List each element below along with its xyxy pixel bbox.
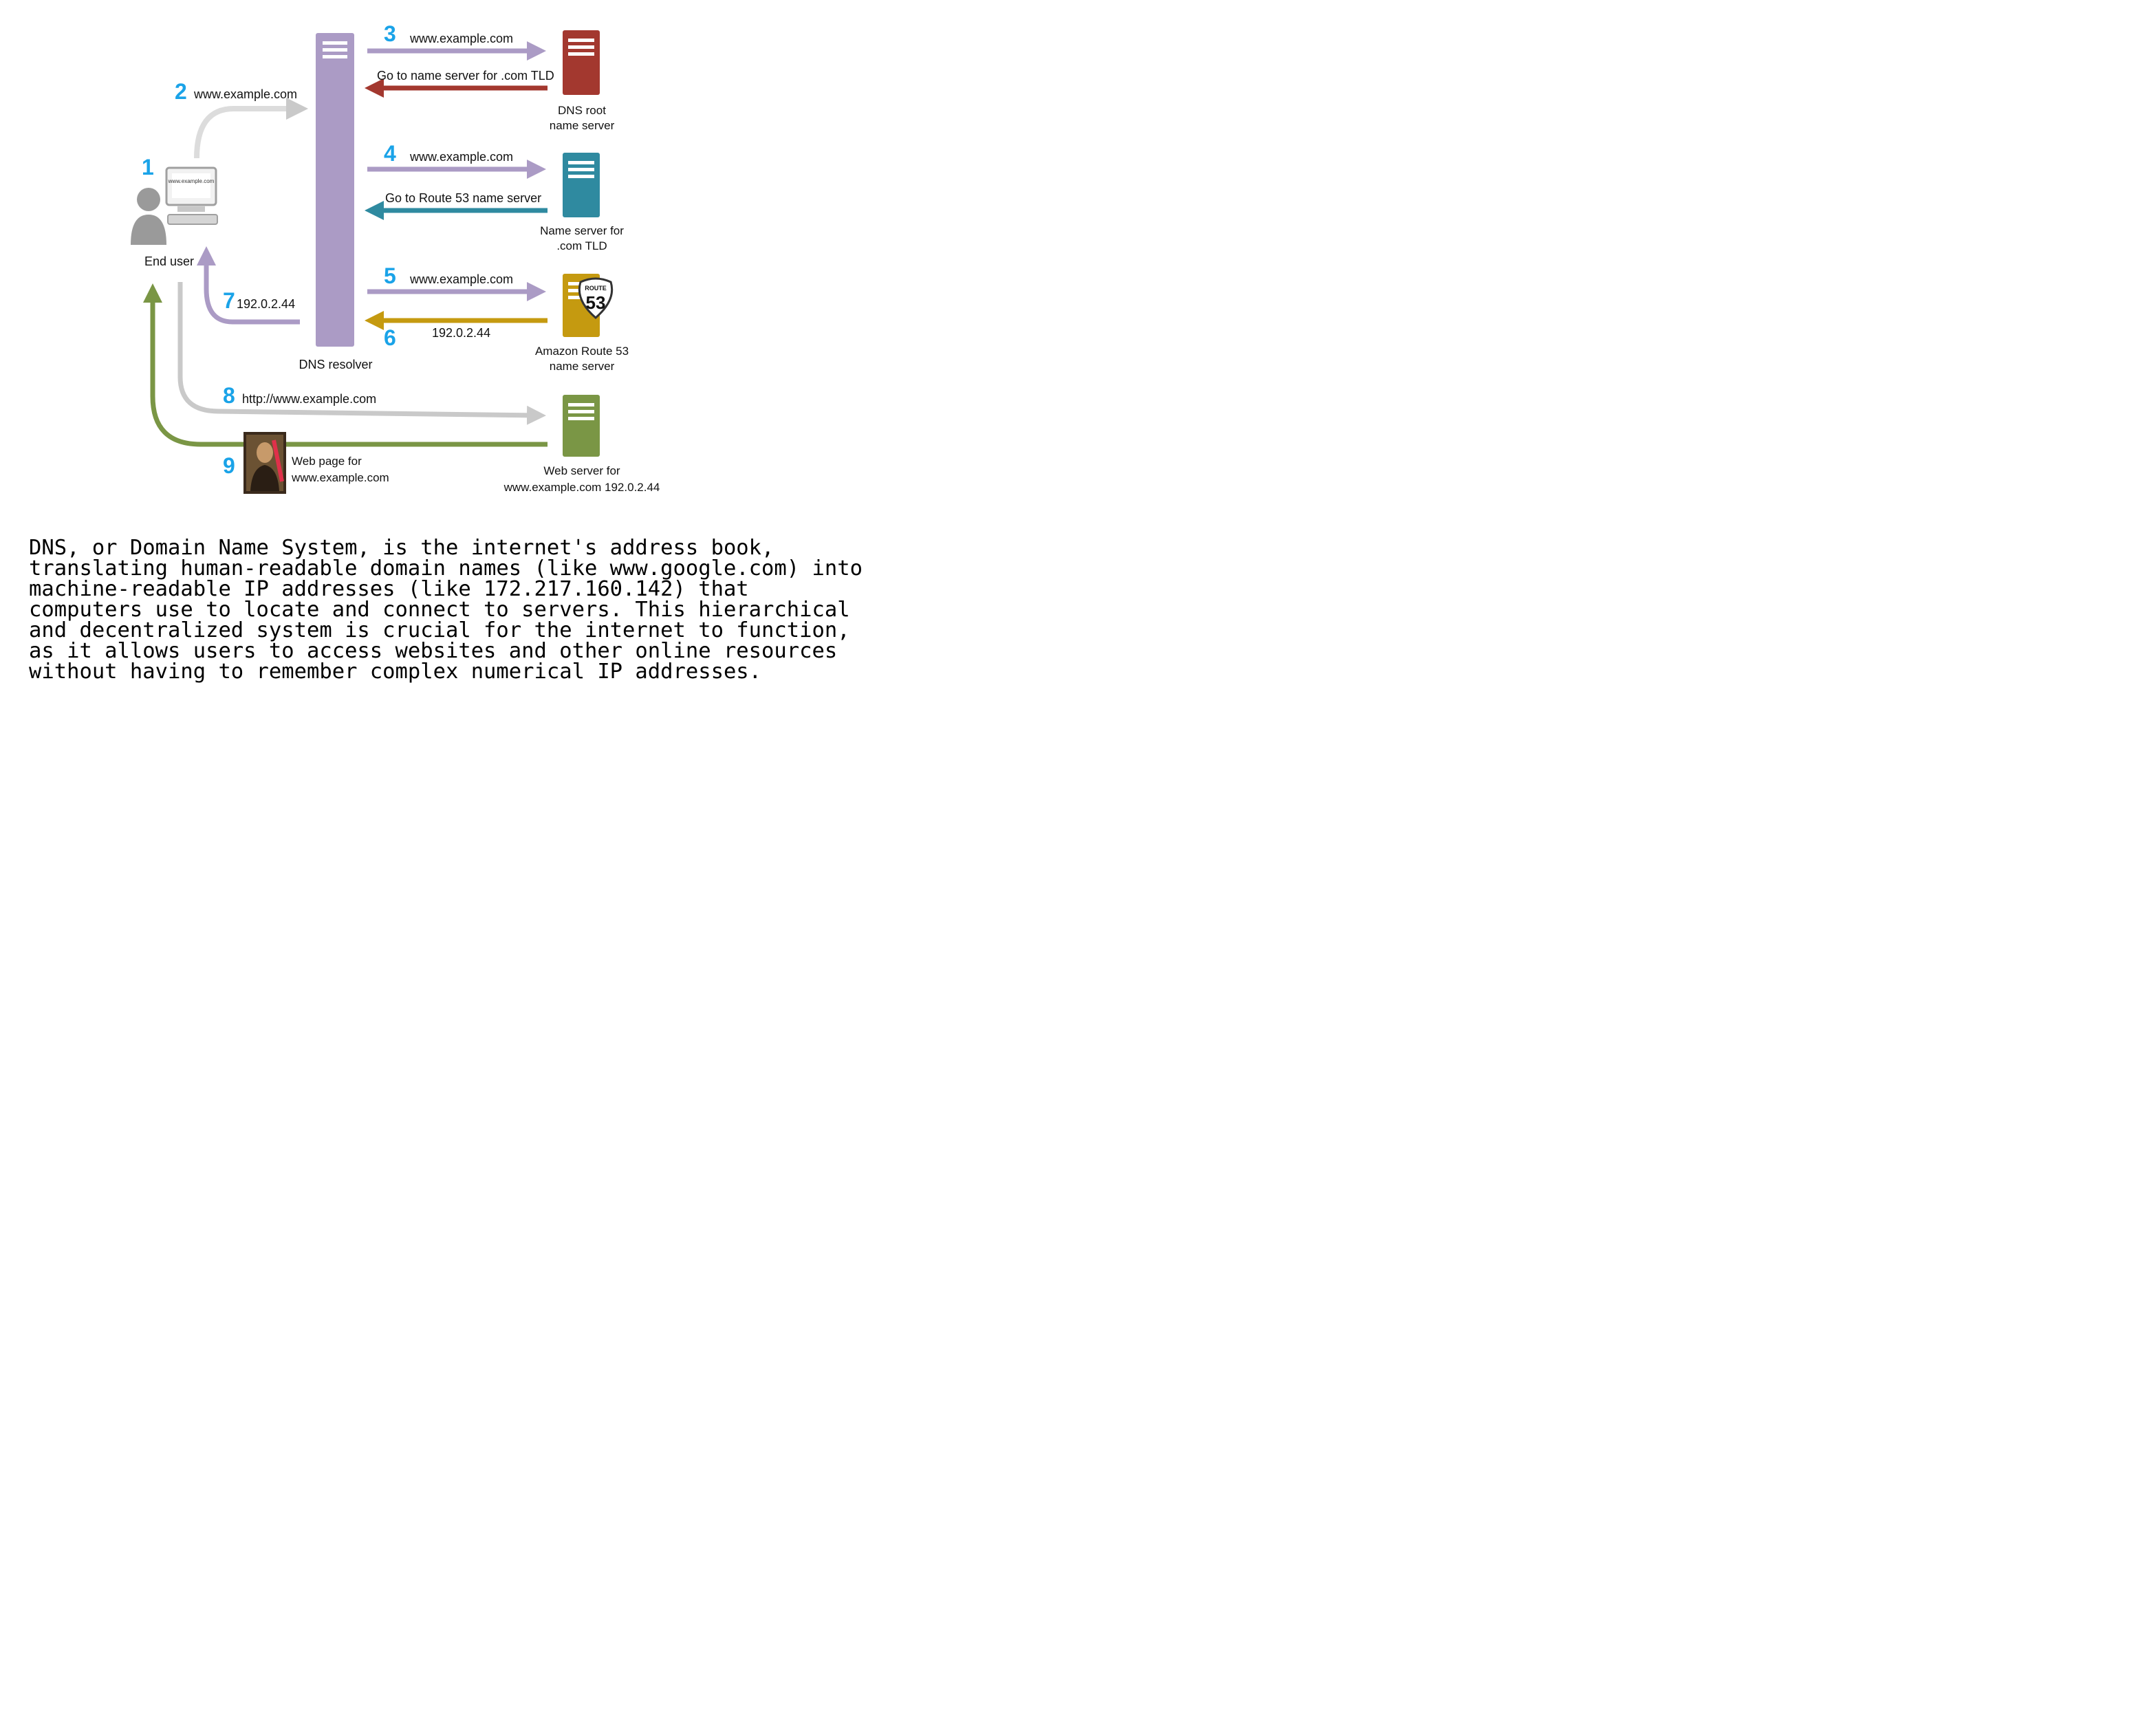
route53-badge-number: 53 [586, 292, 606, 313]
step8-label: http://www.example.com [242, 392, 376, 406]
step9-label-line2: www.example.com [291, 471, 389, 484]
route53-label-line2: name server [550, 360, 615, 373]
web-page-thumbnail-icon [243, 432, 286, 494]
dns-root-label-line1: DNS root [558, 104, 606, 117]
dns-root-label-line2: name server [550, 119, 615, 132]
step-number-3: 3 [384, 21, 396, 46]
web-server-label-line2: www.example.com 192.0.2.44 [503, 481, 660, 494]
step-number-8: 8 [223, 383, 235, 408]
dns-root-server-icon [563, 30, 600, 95]
step3-return-label: Go to name server for .com TLD [377, 69, 554, 83]
route53-label-line1: Amazon Route 53 [535, 345, 629, 358]
step7-arrow [197, 246, 300, 325]
step5-label: www.example.com [409, 272, 513, 286]
step-number-5: 5 [384, 263, 396, 288]
step-number-6: 6 [384, 325, 396, 350]
web-server-label-line1: Web server for [543, 464, 620, 477]
dns-resolver-server [316, 33, 354, 347]
step2-label: www.example.com [193, 87, 297, 101]
step3-label: www.example.com [409, 32, 513, 45]
step-number-2: 2 [175, 79, 187, 104]
dns-description-text: DNS, or Domain Name System, is the inter… [29, 536, 876, 684]
step4-label: www.example.com [409, 150, 513, 164]
tld-label-line1: Name server for [540, 224, 624, 237]
step-number-4: 4 [384, 141, 396, 166]
dns-resolution-diagram: www.example.com End user DNS resolver DN… [131, 21, 660, 494]
dns-resolver-label: DNS resolver [299, 358, 372, 371]
step9-label-line1: Web page for [292, 455, 362, 468]
route53-shield-icon [578, 277, 614, 319]
step-number-7: 7 [223, 288, 235, 313]
step8-arrow [177, 282, 546, 425]
step2-arrow [194, 98, 308, 159]
step-number-1: 1 [142, 155, 154, 180]
end-user-screen-text: www.example.com [168, 178, 215, 184]
end-user-icon [131, 166, 218, 245]
step-number-9: 9 [223, 453, 235, 478]
step6-label: 192.0.2.44 [432, 326, 490, 340]
step9-arrow [143, 283, 548, 447]
web-server-icon [563, 395, 600, 457]
step7-label: 192.0.2.44 [237, 297, 295, 311]
end-user-label: End user [144, 254, 194, 268]
step4-return-label: Go to Route 53 name server [385, 191, 541, 205]
tld-label-line2: .com TLD [556, 239, 607, 252]
route53-badge-top: ROUTE [585, 285, 607, 292]
tld-server-icon [563, 153, 600, 217]
